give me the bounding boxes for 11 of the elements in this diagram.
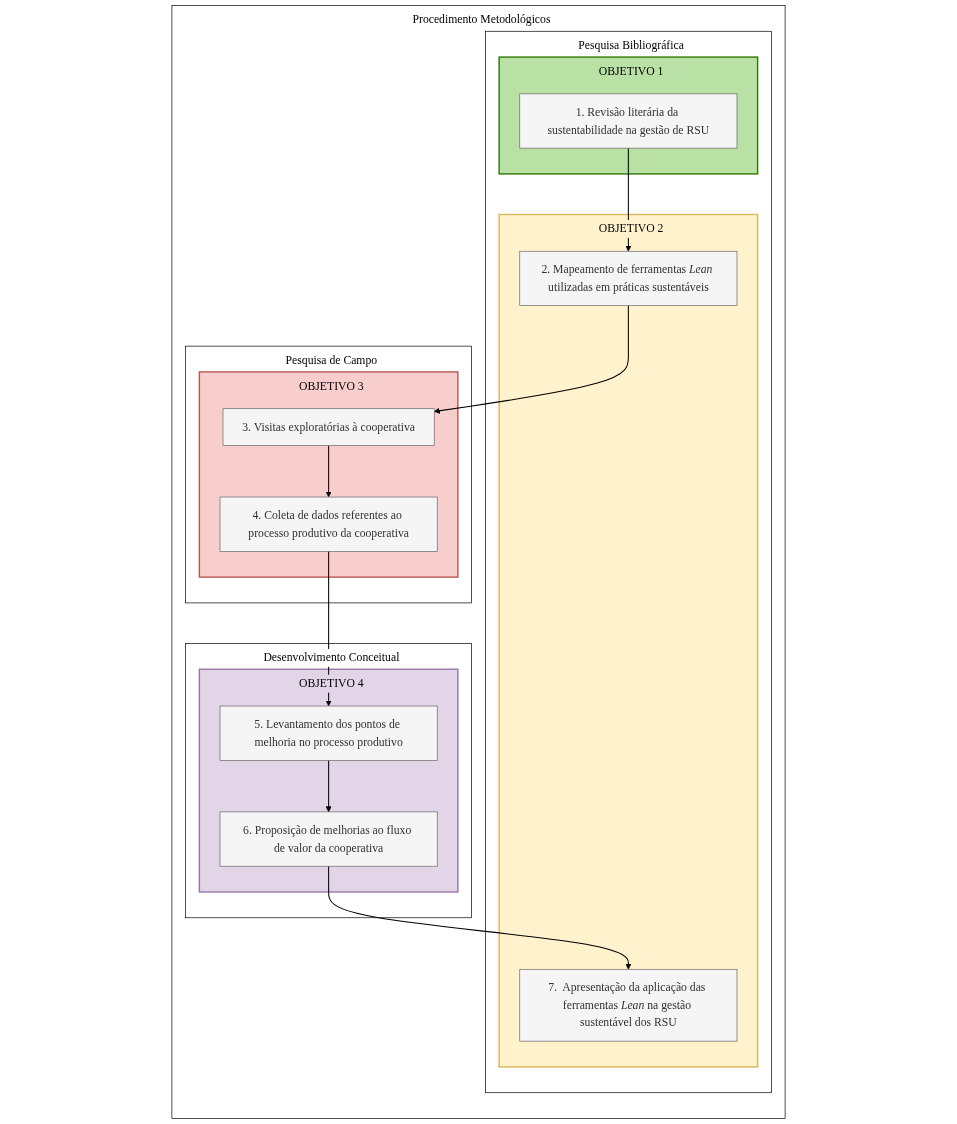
node-box: 2. Mapeamento de ferramentas Lean utilizadas em práticas sustentáveis — [519, 250, 738, 306]
node-box: 5. Levantamento dos pontos de melhoria no processo produtivo — [219, 705, 438, 761]
arrow — [325, 759, 332, 813]
node-box: 6. Proposição de melhorias ao fluxo de valor da cooperativa — [219, 811, 438, 867]
node-box: 4. Coleta de dados referentes ao processo produtivo da cooperativa — [219, 496, 438, 552]
arrow — [433, 305, 629, 414]
arrow — [328, 865, 632, 970]
node-box: 3. Visitas exploratórias à cooperativa — [222, 408, 435, 446]
node-box: 1. Revisão literária da sustentabilidade na gestão de RSU — [519, 93, 738, 149]
arrow — [325, 444, 332, 498]
node-box: 7. Apresentação da aplicação das ferramentas Lean na gestão sustentável dos RSU — [519, 968, 738, 1042]
